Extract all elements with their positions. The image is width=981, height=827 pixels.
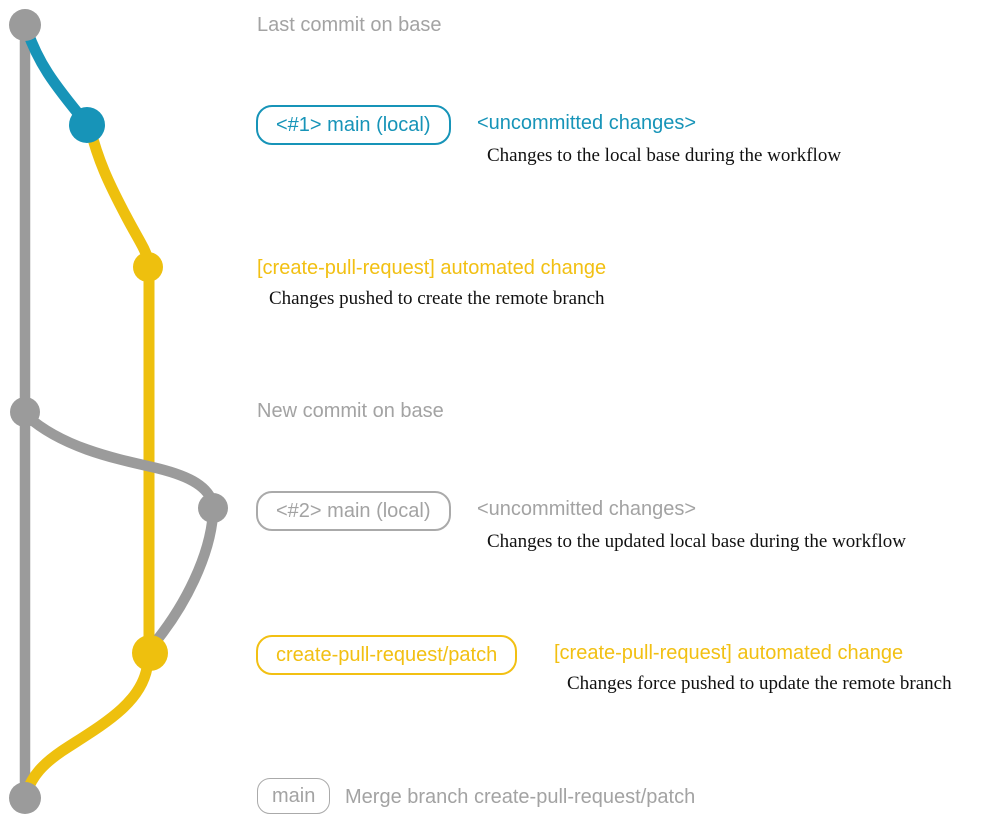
annotation-uncommitted-changes-1: <uncommitted changes>	[477, 112, 697, 134]
label-new-commit-on-base: New commit on base	[257, 400, 444, 422]
branch-badge-create-pull-request-patch: create-pull-request/patch	[256, 635, 518, 675]
remote-branch-edge-1	[84, 122, 154, 266]
branch-badge-main-local-1: <#1> main (local)	[256, 105, 451, 145]
node-local-commit-1	[69, 107, 105, 143]
merge-edge	[21, 662, 153, 798]
local-change-edge-1	[21, 24, 92, 129]
branch-badge-main: main	[257, 778, 331, 814]
branch-badge-main-local-2: <#2> main (local)	[256, 491, 451, 531]
rebase-edge	[147, 508, 219, 651]
node-remote-commit-2	[132, 635, 168, 671]
annotation-uncommitted-changes-2: <uncommitted changes>	[477, 498, 697, 520]
node-base-commit-2	[10, 397, 40, 427]
note-changes-pushed: Changes pushed to create the remote bran…	[269, 288, 605, 309]
note-local-base-changes-1: Changes to the local base during the wor…	[487, 145, 842, 166]
node-local-commit-2	[198, 493, 228, 523]
annotation-automated-change-2: [create-pull-request] automated change	[554, 642, 904, 664]
annotation-automated-change-1: [create-pull-request] automated change	[257, 257, 607, 279]
node-base-commit-1	[9, 9, 41, 41]
note-changes-force-pushed: Changes force pushed to update the remot…	[567, 673, 952, 694]
label-merge-branch: Merge branch create-pull-request/patch	[345, 786, 696, 808]
local-change-edge-2	[21, 410, 218, 507]
node-remote-commit-1	[133, 252, 163, 282]
node-merge-commit	[9, 782, 41, 814]
note-local-base-changes-2: Changes to the updated local base during…	[487, 531, 906, 552]
label-last-commit-on-base: Last commit on base	[257, 14, 442, 36]
